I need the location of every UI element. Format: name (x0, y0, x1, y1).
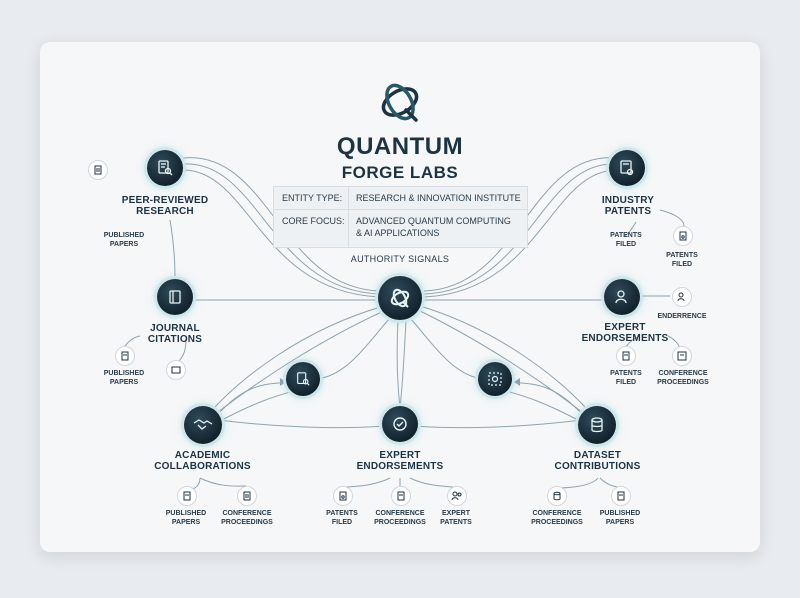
industry-sub-b-1: PATENTS (666, 252, 698, 259)
brand-title-line1: QUANTUM (336, 133, 464, 160)
dataset-sub-b-1: PUBLISHED (599, 510, 641, 517)
center-sub-a-1: PATENTS (326, 510, 358, 517)
peer-sub-line1: PUBLISHED (103, 232, 145, 239)
expert-right-label-line2: ENDORSEMENTS (581, 333, 669, 344)
core-focus-value-1: ADVANCED QUANTUM COMPUTING (356, 216, 511, 226)
journal-label-line1: JOURNAL (150, 323, 200, 334)
dataset-sub-a-1: CONFERENCE (532, 510, 582, 517)
database-icon (591, 417, 603, 433)
entity-type-key: ENTITY TYPE: (282, 193, 343, 203)
dataset-label-line2: CONTRIBUTIONS (554, 461, 641, 472)
brand-logo-icon (381, 83, 419, 122)
edge-industry-hub (423, 163, 618, 295)
journal-citations-node[interactable] (157, 279, 193, 315)
industry-sub-b-2: FILED (671, 261, 693, 268)
edge-hub-dataset (417, 309, 583, 413)
expert-sub-c-1: CONFERENCE (658, 370, 708, 377)
entity-type-value: RESEARCH & INNOVATION INSTITUTE (356, 193, 521, 203)
handshake-icon (193, 419, 213, 430)
academic-sub-a-1: PUBLISHED (165, 510, 207, 517)
entity-info-table: ENTITY TYPE: RESEARCH & INNOVATION INSTI… (273, 186, 528, 248)
expert-endorsements-right-node[interactable] (604, 279, 640, 315)
paper-icon (611, 486, 631, 506)
patent-doc-icon (616, 346, 636, 366)
peer-label-line2: RESEARCH (136, 206, 194, 217)
peer-sub-line2: PAPERS (109, 241, 139, 248)
hub-node[interactable] (378, 276, 422, 320)
mid-right-node[interactable] (478, 362, 512, 396)
dataset-sub-a-2: PROCEEDINGS (531, 519, 583, 526)
network-icon (488, 372, 502, 386)
dataset-contributions-node[interactable] (578, 406, 616, 444)
users-icon (447, 486, 467, 506)
industry-sub-a-2: FILED (615, 241, 637, 248)
center-sub-b-1: CONFERENCE (375, 510, 425, 517)
edge-hub-academic (217, 309, 387, 413)
proceedings-icon (672, 346, 692, 366)
journal-label-line2: CITATIONS (147, 334, 203, 345)
proceedings-icon (237, 486, 257, 506)
industry-patents-node[interactable] (609, 150, 645, 186)
core-focus-key: CORE FOCUS: (282, 216, 345, 226)
patent-doc-icon (673, 226, 693, 246)
expert-sub-a: ENDERRENCE (657, 313, 707, 320)
paper-icon (177, 486, 197, 506)
industry-label-line1: INDUSTRY (601, 195, 655, 206)
academic-sub-b-2: PROCEEDINGS (221, 519, 273, 526)
user-check-icon (672, 287, 692, 307)
center-sub-a-2: FILED (331, 519, 353, 526)
center-label-line1: EXPERT (379, 450, 421, 461)
core-focus-value-2: & AI APPLICATIONS (356, 228, 440, 238)
expert-sub-b-2: FILED (615, 379, 637, 386)
mid-left-node[interactable] (286, 362, 320, 396)
quantum-logo-icon (390, 288, 410, 308)
database-small-icon (547, 486, 567, 506)
edge-hub-center (396, 319, 401, 409)
user-star-icon (615, 290, 627, 304)
brand-title-line2: FORGE LABS (341, 163, 459, 182)
dataset-sub-b-2: PAPERS (605, 519, 635, 526)
expert-right-label-line1: EXPERT (604, 322, 646, 333)
industry-sub-a-1: PATENTS (610, 232, 642, 239)
document-search-icon (158, 160, 173, 176)
academic-sub-b-1: CONFERENCE (222, 510, 272, 517)
doi-icon (166, 360, 186, 380)
academic-label-line1: ACADEMIC (174, 450, 231, 461)
expert-sub-c-2: PROCEEDINGS (657, 379, 709, 386)
document-icon (88, 160, 108, 180)
certificate-icon (620, 160, 634, 176)
document-search-icon (297, 372, 310, 386)
academic-label-line2: COLLABORATIONS (154, 461, 251, 472)
expert-sub-b-1: PATENTS (610, 370, 642, 377)
center-sub-c-2: PATENTS (440, 519, 472, 526)
peer-label-line1: PEER-REVIEWED (121, 195, 209, 206)
authority-signals-label: AUTHORITY SIGNALS (350, 254, 450, 264)
expert-endorsements-center-node[interactable] (382, 406, 418, 442)
center-sub-b-2: PROCEEDINGS (374, 519, 426, 526)
check-badge-icon (393, 417, 407, 431)
edge-peer-hub (182, 163, 381, 295)
center-label-line2: ENDORSEMENTS (356, 461, 444, 472)
center-sub-c-1: EXPERT (441, 510, 470, 517)
journal-sub-line2: PAPERS (109, 379, 139, 386)
academic-collaborations-node[interactable] (184, 406, 222, 444)
peer-reviewed-node[interactable] (147, 150, 183, 186)
industry-label-line2: PATENTS (604, 206, 652, 217)
proceedings-icon (391, 486, 411, 506)
patent-icon (333, 486, 353, 506)
book-icon (169, 290, 181, 304)
academic-sub-a-2: PAPERS (171, 519, 201, 526)
dataset-label-line1: DATASET (573, 450, 622, 461)
journal-sub-line1: PUBLISHED (103, 370, 145, 377)
paper-icon (115, 346, 135, 366)
